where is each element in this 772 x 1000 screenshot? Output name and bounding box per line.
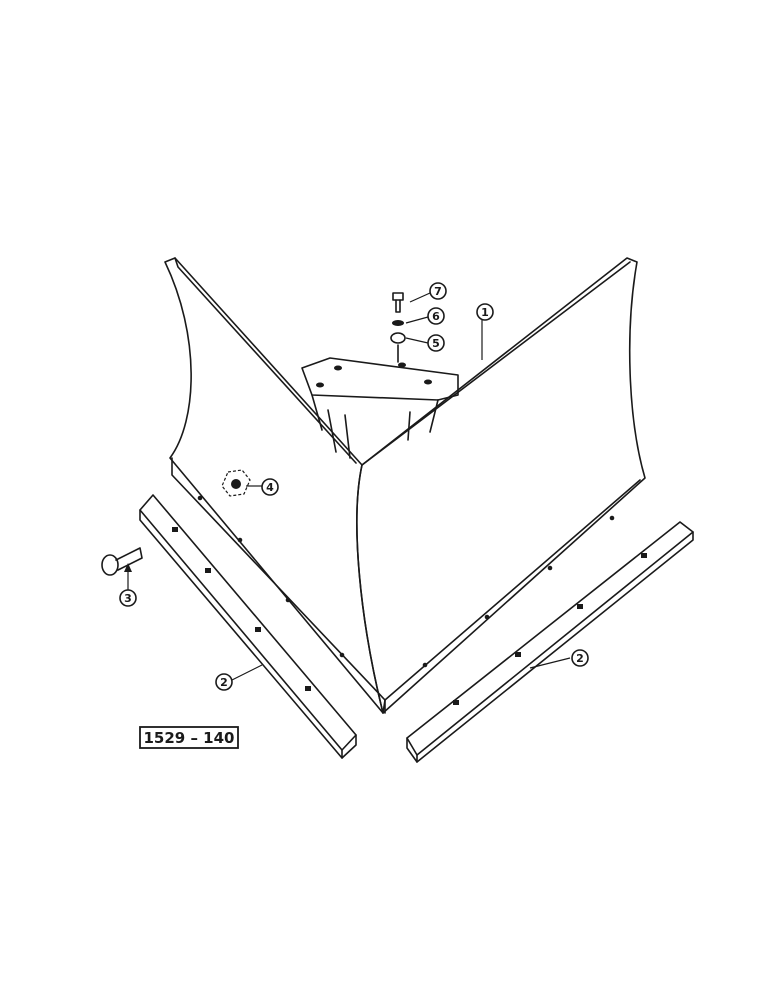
callout-7: 7 xyxy=(429,282,447,300)
svg-text:2: 2 xyxy=(220,676,228,689)
right-cutting-edge xyxy=(406,521,694,763)
svg-text:2: 2 xyxy=(576,652,584,665)
right-moldboard xyxy=(356,257,646,714)
svg-text:3: 3 xyxy=(124,592,132,605)
callout-3: 3 xyxy=(119,589,137,607)
moldboard-bottom-strips xyxy=(171,457,641,714)
nut-icon xyxy=(221,469,251,497)
callout-2-right: 2 xyxy=(571,649,589,667)
callout-6: 6 xyxy=(427,307,445,325)
callout-1: 1 xyxy=(476,303,494,321)
svg-text:1: 1 xyxy=(481,306,489,319)
center-mount-bracket xyxy=(301,357,459,459)
callout-5: 5 xyxy=(427,334,445,352)
callout-4: 4 xyxy=(261,478,279,496)
hex-nut-icon xyxy=(390,332,406,363)
svg-text:6: 6 xyxy=(432,310,440,323)
figure-id-label: 1529 – 140 xyxy=(139,726,239,749)
lock-washer-icon xyxy=(392,320,404,326)
left-cutting-edge xyxy=(139,494,357,759)
bolt-icon xyxy=(392,292,404,313)
svg-text:7: 7 xyxy=(434,285,442,298)
callout-2-left: 2 xyxy=(215,673,233,691)
plow-bolt-icon xyxy=(101,547,143,576)
svg-text:4: 4 xyxy=(266,481,274,494)
svg-text:1529 – 140: 1529 – 140 xyxy=(143,729,234,747)
svg-text:5: 5 xyxy=(432,337,440,350)
